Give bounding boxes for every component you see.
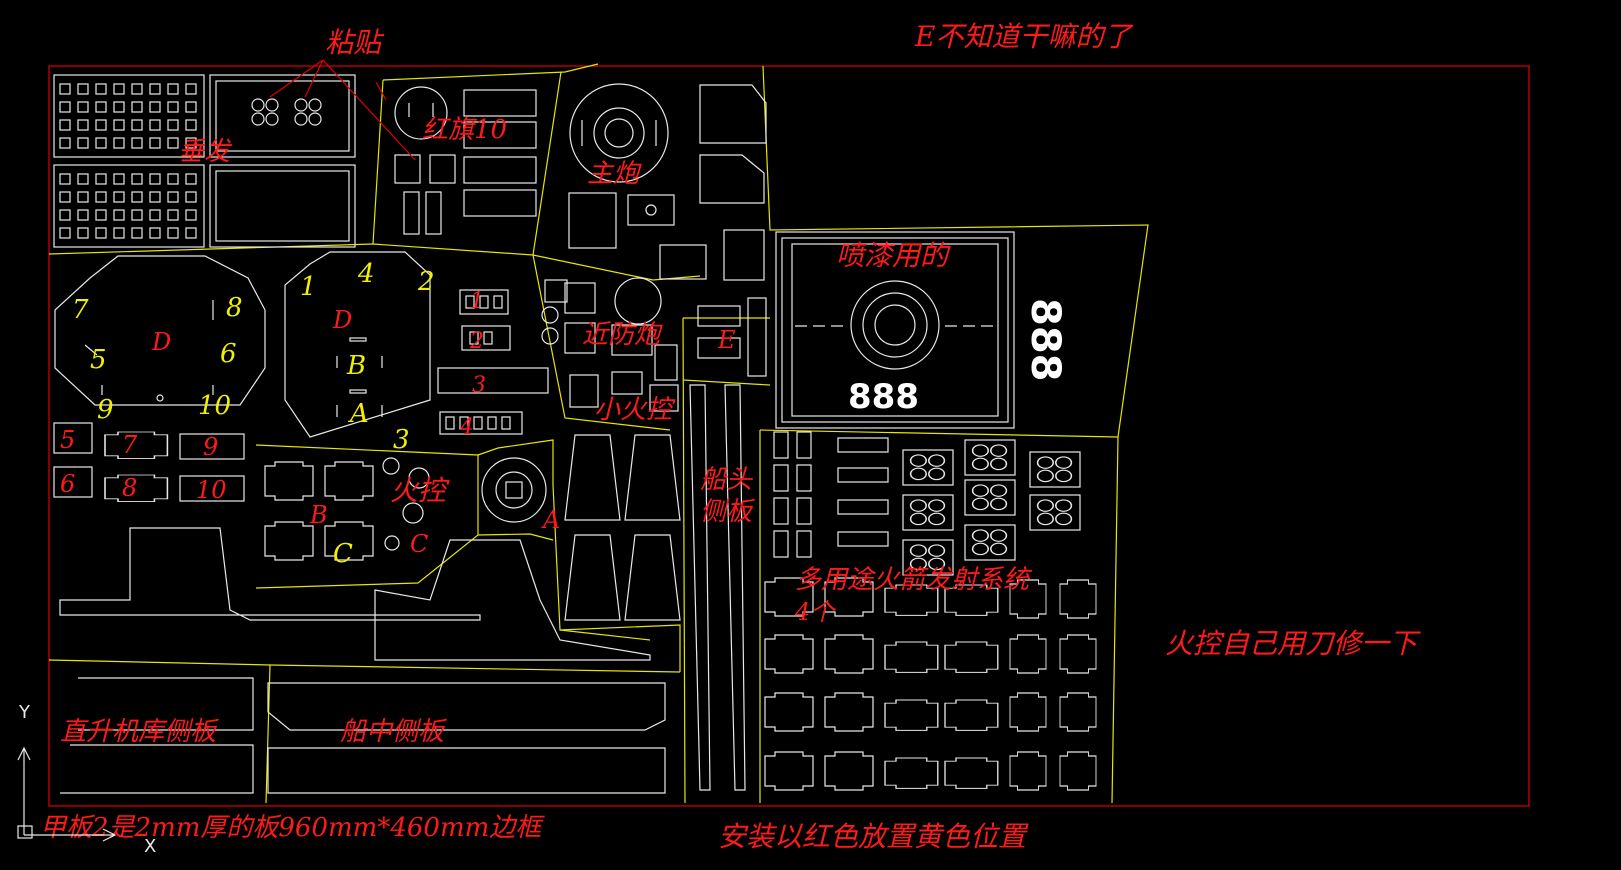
red-mark-c: C [410,530,428,558]
label-paste: 粘贴 [325,26,385,59]
octagon-panel-left [54,255,266,406]
side-panels-bottom [60,677,666,794]
label-heli-side: 直升机库侧板 [60,717,220,747]
yellow-mark-10: 10 [198,391,231,421]
red-mark-5: 5 [60,426,75,454]
hull-bow-side [59,384,746,791]
axis-y-label: Y [18,702,31,723]
yellow-mark-a: A [348,399,369,429]
red-mark-d-right: D [332,306,352,334]
label-bow-side-2: 侧板 [700,497,756,527]
yellow-mark-c: C [333,539,353,569]
yellow-mark-1: 1 [300,272,317,302]
numbered-tabs [53,289,549,503]
yellow-mark-8: 8 [226,293,243,323]
label-main-gun: 主炮 [587,159,642,189]
yellow-mark-6: 6 [220,339,237,369]
stencil-888-vertical: 888 [1022,298,1068,382]
red-mark-4: 4 [459,415,474,440]
red-mark-8: 8 [122,474,137,502]
red-mark-2: 2 [469,329,484,354]
red-mark-6: 6 [60,470,75,498]
yellow-mark-3: 3 [393,425,410,455]
label-top-note: E不知道干嘛的了 [914,20,1134,53]
yellow-mark-4: 4 [357,259,375,289]
label-bow-side-1: 船头 [700,465,754,495]
hq10-parts [394,86,537,235]
spray-stencil [775,231,1015,429]
yellow-mark-5: 5 [90,345,107,375]
yellow-mark-2: 2 [417,267,435,297]
fire-control-parts [264,457,430,561]
yellow-mark-b: B [346,351,366,381]
vls-grid-lower [53,164,205,248]
red-mark-9: 9 [203,433,218,461]
red-mark-b: B [309,501,328,529]
label-fire-control: 火控 [390,474,450,507]
label-knife-note: 火控自己用刀修一下 [1165,627,1421,660]
label-hq10: 红旗10 [422,115,507,145]
red-mark-1: 1 [470,289,484,314]
red-mark-a: A [541,506,560,534]
label-ciws: 近防炮 [582,320,663,350]
paste-panels [209,74,356,248]
label-count-4: 4个 [794,598,836,626]
label-e: E [717,326,736,354]
label-mid-side: 船中侧板 [340,717,448,747]
paste-arrows [269,59,416,161]
label-install-note: 安装以红色放置黄色位置 [718,820,1029,853]
label-deck-note: 甲板2是2mm厚的板960mm*460mm边框 [40,813,545,843]
stencil-888-horizontal: 888 [848,377,919,417]
main-gun-parts [568,83,767,281]
ucs-axis-icon [17,746,117,842]
axis-x-label: X [144,836,156,857]
label-vls: 垂发 [178,137,233,167]
red-mark-7: 7 [122,431,138,459]
vls-grid-upper [53,74,205,158]
red-mark-10: 10 [196,476,227,504]
yellow-mark-7: 7 [72,295,89,325]
ciws-parts [541,277,767,412]
red-sheet-frame [48,65,1530,807]
lower-turret-parts [481,434,681,621]
label-multi-rocket: 多用途火箭发射系统 [795,565,1033,595]
label-spray: 喷漆用的 [836,239,951,272]
label-small-fire-control: 小火控 [594,395,676,425]
yellow-mark-9: 9 [97,395,114,425]
octagon-panel-right [284,251,431,438]
red-mark-3: 3 [472,373,486,398]
red-mark-d-left: D [151,328,171,356]
rocket-launcher-parts [773,431,1081,576]
